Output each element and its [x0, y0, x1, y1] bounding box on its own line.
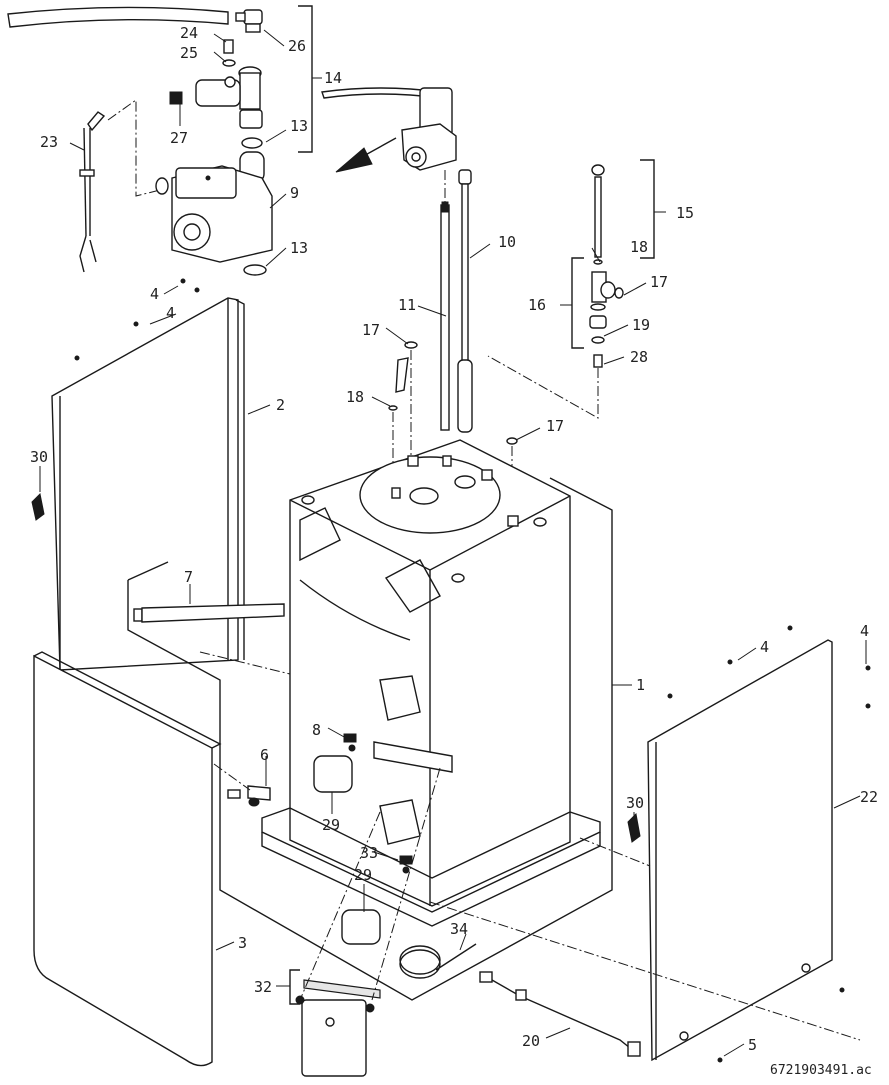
callout-19: 19 [632, 316, 650, 334]
vent-fitting-part [235, 9, 263, 33]
drain-pipe-part [133, 603, 285, 623]
callout-34: 34 [450, 920, 468, 938]
callout-18-right: 18 [630, 238, 648, 256]
left-side-panel [51, 297, 245, 671]
gasket-part [243, 264, 267, 276]
callout-5: 5 [748, 1036, 757, 1054]
callout-17-left: 17 [362, 321, 380, 339]
callout-28: 28 [630, 348, 648, 366]
valve-body-part [169, 66, 263, 149]
front-panel [33, 651, 222, 1067]
callout-33: 33 [360, 844, 378, 862]
callout-30-left: 30 [30, 448, 48, 466]
callout-30-right: 30 [626, 794, 644, 812]
callout-17-tank: 17 [546, 417, 564, 435]
circulation-pump-part [155, 151, 273, 263]
callout-29-lower: 29 [354, 866, 372, 884]
callout-7: 7 [184, 568, 193, 586]
callout-18-left: 18 [346, 388, 364, 406]
callout-10: 10 [498, 233, 516, 251]
callout-9: 9 [290, 184, 299, 202]
callout-15: 15 [676, 204, 694, 222]
callout-23: 23 [40, 133, 58, 151]
callout-4-right-top: 4 [760, 638, 769, 656]
callout-11: 11 [398, 296, 416, 314]
right-side-panel [647, 639, 833, 1062]
callout-26: 26 [288, 37, 306, 55]
callout-3: 3 [238, 934, 247, 952]
plug-nipple-part [222, 39, 236, 67]
callout-13-lower: 13 [290, 239, 308, 257]
anode-assembly-part [487, 164, 624, 419]
controller-mount-part [295, 979, 381, 1077]
callout-27: 27 [170, 129, 188, 147]
callout-29-upper: 29 [322, 816, 340, 834]
callout-25: 25 [180, 44, 198, 62]
insulation-cover-part [313, 755, 353, 793]
sensor-cable-coil [399, 949, 441, 979]
callout-22: 22 [860, 788, 878, 806]
callout-17-right: 17 [650, 273, 668, 291]
callout-32: 32 [254, 978, 272, 996]
callout-8: 8 [312, 721, 321, 739]
upper-pump-part [401, 87, 457, 171]
callout-24: 24 [180, 24, 198, 42]
storage-tank [289, 439, 571, 907]
pump-cable-part [79, 111, 106, 273]
power-cable-part [479, 971, 641, 1057]
callout-4-right-edge: 4 [860, 622, 869, 640]
callout-16: 16 [528, 296, 546, 314]
callout-1: 1 [636, 676, 645, 694]
callout-6: 6 [260, 746, 269, 764]
callout-13-upper: 13 [290, 117, 308, 135]
callout-20: 20 [522, 1032, 540, 1050]
callout-2: 2 [276, 396, 285, 414]
drain-valve-part [227, 789, 241, 799]
callout-4-top: 4 [150, 285, 159, 303]
immersion-tube-part [440, 170, 450, 431]
drawing-id: 6721903491.ac [770, 1063, 872, 1078]
callout-4-mid: 4 [166, 304, 175, 322]
direction-arrow [335, 137, 397, 173]
base-frame [261, 807, 601, 927]
anode-rod-part [457, 169, 473, 433]
callout-14: 14 [324, 69, 342, 87]
top-hose [7, 6, 229, 28]
